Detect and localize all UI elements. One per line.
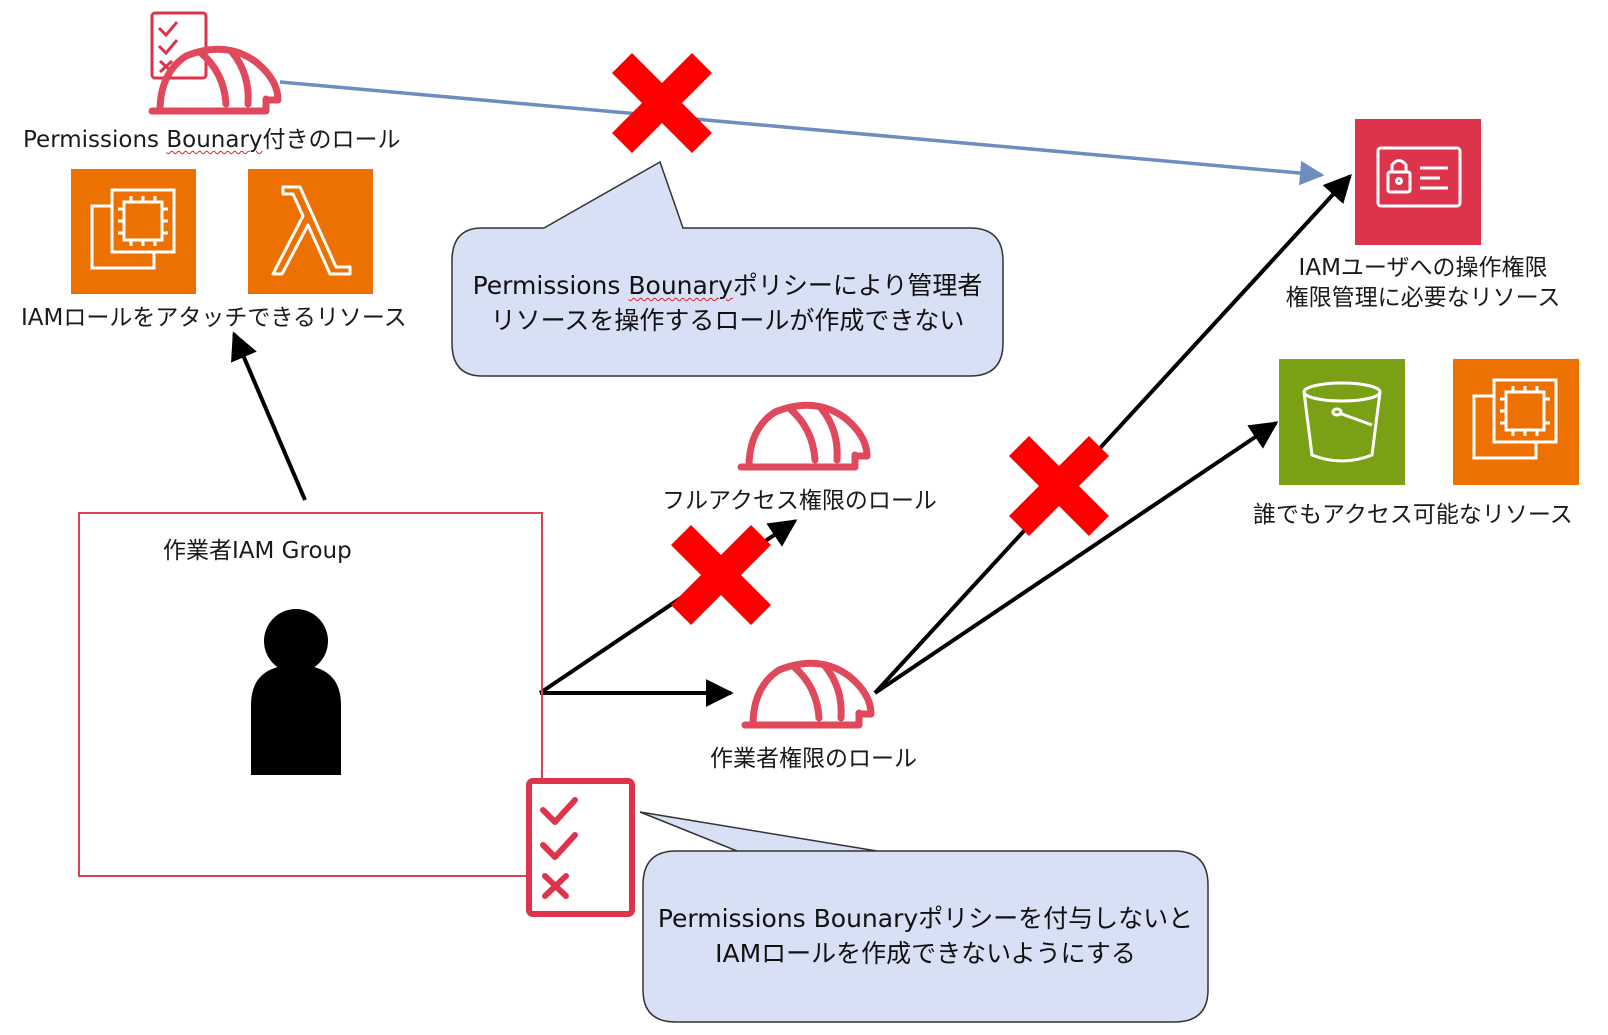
worker-role-helmet-icon: [741, 659, 875, 729]
pb-role-label-prefix: Permissions: [23, 127, 167, 153]
iam-group-title: 作業者IAM Group: [163, 538, 352, 564]
pb-role-checklist-icon: [150, 11, 208, 80]
arrow-group-to-attachable-resources: [231, 331, 307, 501]
pb-role-helmet-icon: [148, 45, 282, 115]
deny-x-icon-full-role: [671, 525, 771, 625]
blue-arrow-pb-role-to-iam: [279, 80, 1325, 186]
iam-ops-label: IAMユーザへの操作権限 権限管理に必要なリソース: [1260, 253, 1586, 313]
user-silhouette-icon: [251, 609, 341, 775]
callout-bottom-line1: Permissions Bounaryポリシーを付与しないと: [657, 904, 1194, 933]
attachable-resources-label: IAMロールをアタッチできるリソース: [21, 305, 407, 331]
iam-ops-label-line2: 権限管理に必要なリソース: [1285, 285, 1561, 311]
public-resources-label: 誰でもアクセス可能なリソース: [1253, 502, 1573, 528]
callout-bottom-line2: IAMロールを作成できないようにする: [715, 939, 1136, 968]
lambda-icon: [248, 169, 373, 294]
callout-top-line1-suffix: ポリシーにより管理者: [732, 271, 983, 300]
iam-ops-label-line1: IAMユーザへの操作権限: [1298, 255, 1548, 281]
ec2-icon-attachable: [71, 169, 196, 294]
s3-bucket-icon: [1279, 359, 1405, 485]
pb-role-label-suffix: 付きのロール: [262, 127, 401, 153]
full-access-role-label: フルアクセス権限のロール: [662, 488, 937, 514]
boundary-policy-checklist-icon: [526, 778, 635, 917]
arrow-worker-role-to-public-resources: [873, 421, 1279, 695]
deny-x-icon-iam: [1009, 436, 1109, 536]
callout-top-text: Permissions Bounaryポリシーにより管理者 リソースを操作するロ…: [452, 268, 1003, 338]
iam-identity-card-icon: [1355, 119, 1481, 245]
callout-bottom-bubble: [639, 811, 1209, 1023]
deny-x-icon-top: [612, 53, 712, 153]
iam-group-box: [78, 512, 543, 877]
callout-top-bubble: [451, 160, 1004, 377]
arrow-worker-role-to-iam: [873, 173, 1352, 695]
callout-top-line1-prefix: Permissions: [472, 271, 629, 300]
pb-role-label-misspelled: Bounary: [166, 127, 263, 153]
full-access-role-helmet-icon: [737, 401, 871, 471]
ec2-icon-public: [1453, 359, 1579, 485]
callout-top-line1-misspelled: Bounary: [628, 271, 733, 300]
callout-top-line2: リソースを操作するロールが作成できない: [490, 306, 965, 335]
pb-role-label: Permissions Bounary付きのロール: [23, 125, 401, 155]
worker-role-label: 作業者権限のロール: [710, 746, 917, 772]
callout-top-line1: Permissions Bounaryポリシーにより管理者: [452, 268, 1003, 303]
callout-bottom-text: Permissions Bounaryポリシーを付与しないと IAMロールを作成…: [643, 901, 1208, 971]
